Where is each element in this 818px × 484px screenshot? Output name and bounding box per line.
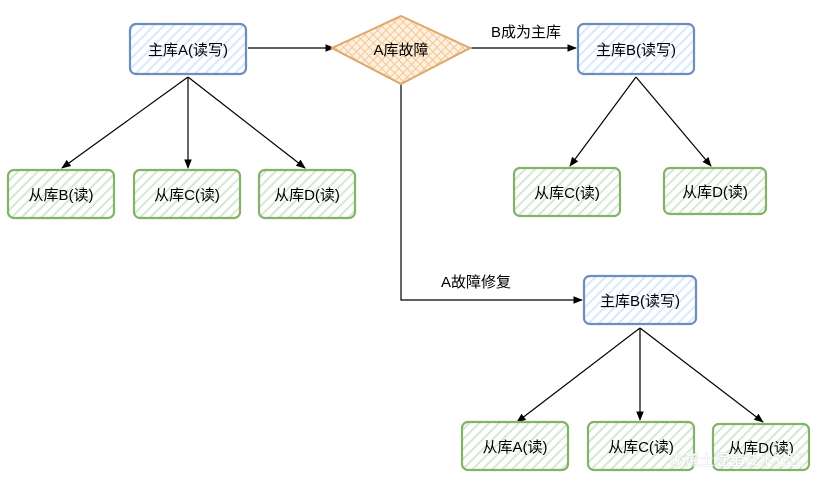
edge-failure-to-repaired (400, 84, 583, 304)
node-replica-c-2[interactable]: 从库C(读) (512, 166, 622, 218)
node-label: 主库B(读写) (596, 42, 676, 59)
node-replica-a-3[interactable]: 从库A(读) (460, 420, 570, 472)
node-replica-d-1[interactable]: 从库D(读) (257, 168, 357, 220)
node-label: 从库D(读) (682, 184, 748, 201)
node-replica-c-1[interactable]: 从库C(读) (132, 168, 242, 220)
edge-a-to-b (61, 76, 189, 169)
node-label: 从库C(读) (154, 187, 220, 204)
node-label: 从库C(读) (534, 185, 600, 202)
watermark-text: @稀土掘金技术社区 (669, 452, 804, 469)
node-label: 从库D(读) (728, 440, 794, 457)
node-label: 主库A(读写) (148, 42, 228, 59)
node-label: A库故障 (373, 41, 428, 59)
node-replica-b-1[interactable]: 从库B(读) (6, 168, 116, 220)
node-primary-b-2[interactable]: 主库B(读写) (582, 274, 698, 326)
node-replica-c-3[interactable]: 从库C(读) (586, 420, 696, 472)
node-label: 从库D(读) (274, 187, 340, 204)
edge-repaired-to-d (639, 327, 764, 423)
node-label: 主库B(读写) (600, 293, 680, 310)
edge-a-to-d (187, 76, 306, 169)
edge-primary-b-to-c (569, 76, 637, 167)
edges (61, 44, 764, 423)
node-primary-b-1[interactable]: 主库B(读写) (576, 22, 696, 76)
node-label: 从库B(读) (29, 187, 94, 204)
edge-label-promote-b: B成为主库 (491, 24, 561, 41)
node-replica-d-3[interactable]: 从库D(读) (711, 422, 811, 472)
edge-repaired-to-a (516, 327, 641, 423)
node-label: 从库C(读) (608, 439, 674, 456)
edge-primary-b-to-d (635, 76, 712, 167)
node-failure[interactable]: A库故障 (329, 14, 473, 86)
node-primary-a[interactable]: 主库A(读写) (128, 22, 248, 76)
edge-label-a-repaired: A故障修复 (441, 273, 511, 291)
node-label: 从库A(读) (483, 439, 548, 456)
node-replica-d-2[interactable]: 从库D(读) (662, 166, 768, 216)
